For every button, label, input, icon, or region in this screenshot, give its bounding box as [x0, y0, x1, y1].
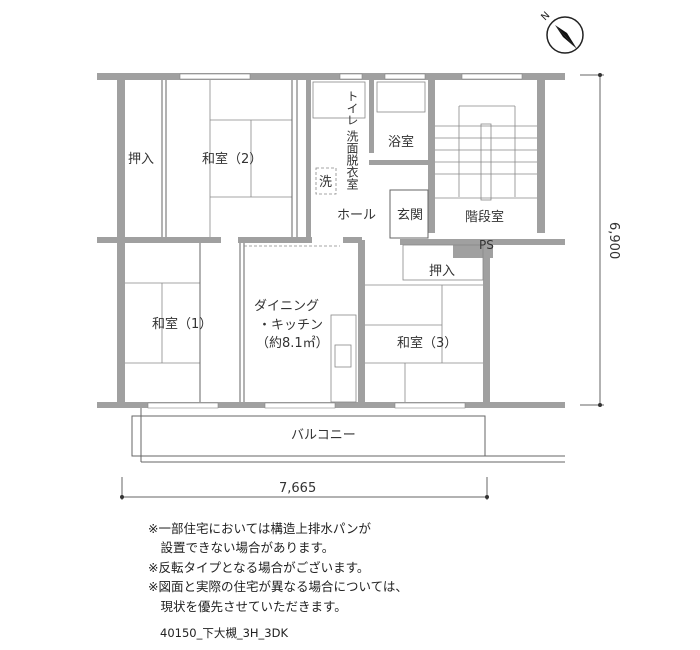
room-label-washitsu-1: 和室（1）	[152, 316, 212, 332]
dimension-depth: 6,900	[580, 73, 621, 407]
room-label-closet-top: 押入	[128, 152, 154, 167]
windows	[147, 73, 523, 409]
interior-lines	[125, 80, 565, 463]
room-label-dk-2: ・キッチン	[258, 318, 323, 333]
room-label-entrance: 玄関	[397, 208, 423, 223]
plan-caption: 40150_下大槻_3H_3DK	[160, 626, 289, 640]
svg-text:N: N	[539, 10, 552, 23]
note-line: 設置できない場合があります。	[148, 540, 335, 555]
room-label-washitsu-2: 和室（2）	[202, 151, 262, 167]
svg-text:7,665: 7,665	[279, 481, 316, 496]
room-label-ps: PS	[479, 238, 494, 252]
note-line: ※反転タイプとなる場合がございます。	[148, 560, 370, 575]
note-line: 現状を優先させていただきます。	[148, 599, 347, 614]
note-line: ※図面と実際の住宅が異なる場合については、	[148, 579, 408, 594]
room-label-stairwell: 階段室	[465, 209, 504, 225]
room-label-dk-3: （約8.1㎡）	[256, 336, 329, 351]
room-label-washitsu-3: 和室（3）	[397, 335, 457, 351]
room-label-toilet: トイレ	[345, 90, 359, 126]
room-label-washroom: 洗面脱衣室	[345, 130, 359, 190]
washer-label: 洗	[319, 175, 332, 190]
room-label-bath: 浴室	[388, 134, 414, 150]
compass-north-icon: N	[539, 10, 584, 54]
note-line: ※一部住宅においては構造上排水パンが	[148, 521, 371, 536]
room-label-balcony: バルコニー	[291, 428, 356, 443]
svg-text:6,900: 6,900	[606, 222, 621, 259]
room-label-dk-1: ダイニング	[254, 299, 319, 314]
room-label-closet-mid: 押入	[429, 264, 455, 279]
room-label-hall: ホール	[337, 208, 376, 223]
dimension-width: 7,665	[120, 477, 489, 500]
